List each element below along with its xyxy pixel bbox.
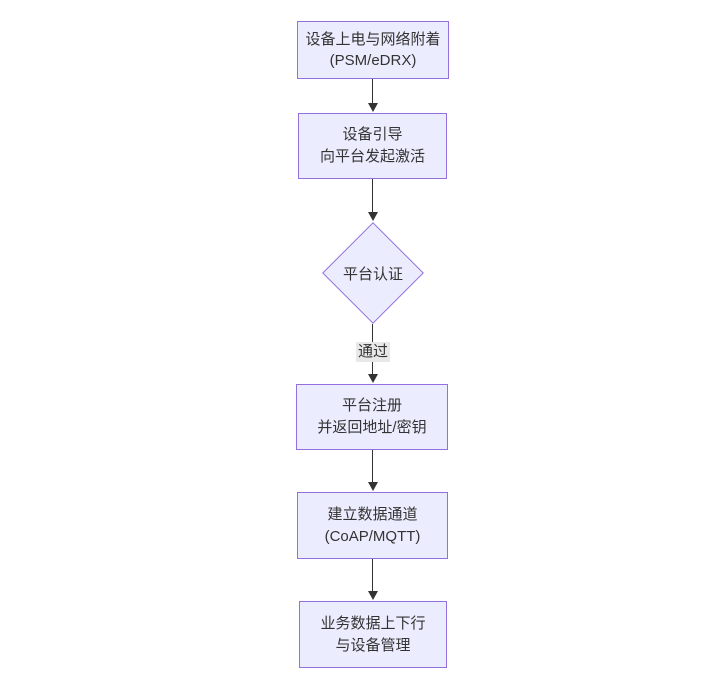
edge-channel-to-business xyxy=(372,559,373,593)
arrowhead-icon xyxy=(368,103,378,112)
flow-node-register: 平台注册 并返回地址/密钥 xyxy=(296,384,448,450)
node-text-line: 平台注册 xyxy=(341,397,402,414)
edge-bootstrap-to-auth xyxy=(372,179,373,214)
arrowhead-icon xyxy=(368,591,378,600)
node-text-line: 设备引导 xyxy=(342,126,403,143)
node-text-line: 与设备管理 xyxy=(335,636,411,654)
node-text-line: 设备上电与网络附着 xyxy=(305,31,441,48)
flow-node-bootstrap: 设备引导 向平台发起激活 xyxy=(298,113,447,179)
node-text-line: 平台认证 xyxy=(342,265,403,283)
arrowhead-icon xyxy=(368,482,378,491)
flow-node-power-on: 设备上电与网络附着 (PSM/eDRX) xyxy=(297,21,449,79)
flow-node-channel: 建立数据通道 (CoAP/MQTT) xyxy=(297,492,448,559)
flow-node-business: 业务数据上下行 与设备管理 xyxy=(299,601,447,668)
node-text-line: 并返回地址/密钥 xyxy=(317,419,427,436)
node-text-line: 向平台发起激活 xyxy=(319,148,425,165)
node-text-line: 业务数据上下行 xyxy=(320,614,426,632)
arrowhead-icon xyxy=(368,374,378,383)
flow-node-auth-decision: 平台认证 xyxy=(322,222,424,324)
node-text-line: 建立数据通道 xyxy=(327,505,418,523)
edge-power-on-to-bootstrap xyxy=(372,79,373,105)
edge-label-pass: 通过 xyxy=(355,342,391,362)
arrowhead-icon xyxy=(368,212,378,221)
node-text-line: (CoAP/MQTT) xyxy=(324,527,421,545)
edge-register-to-channel xyxy=(372,450,373,484)
node-text-line: (PSM/eDRX) xyxy=(329,52,417,69)
